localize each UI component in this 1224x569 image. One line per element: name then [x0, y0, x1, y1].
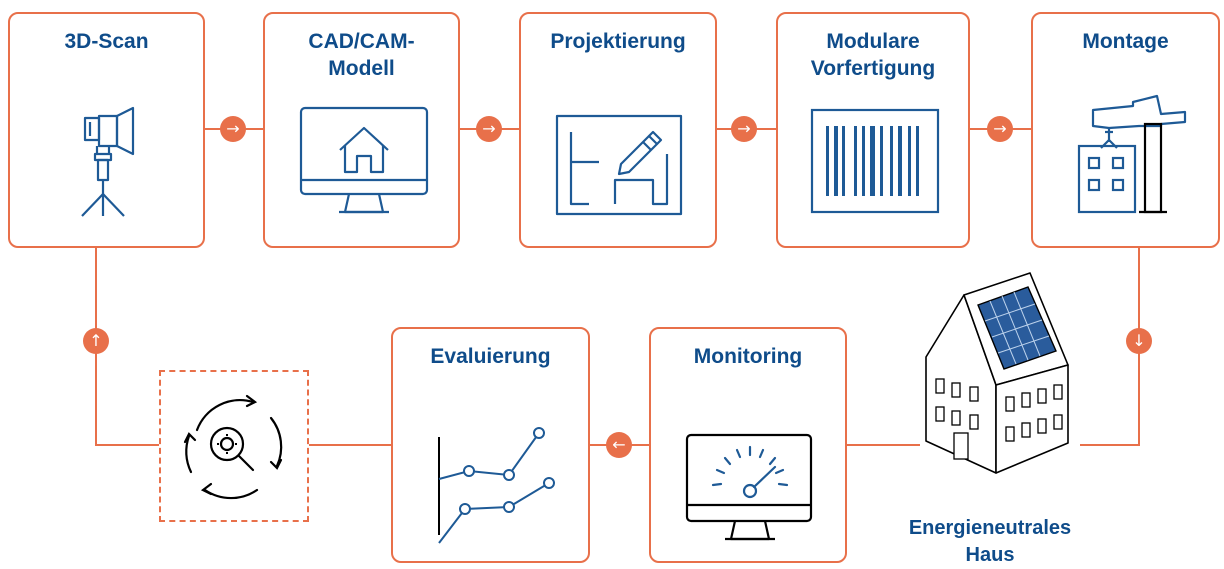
arrow-up-icon: ↑ — [83, 328, 109, 354]
step-montage: Montage — [1031, 12, 1220, 248]
cycle-search-gear-icon — [183, 394, 283, 500]
arrow-right-icon: → — [220, 116, 246, 142]
arrow-right-icon: → — [476, 116, 502, 142]
arrow-left-icon: ← — [606, 432, 632, 458]
step-title: Projektierung — [550, 30, 686, 53]
arrow-right-icon: → — [987, 116, 1013, 142]
step-title: CAD/CAM- Modell — [308, 30, 415, 80]
step-title: Monitoring — [693, 345, 803, 368]
step-cad-cam-modell: CAD/CAM- Modell — [263, 12, 460, 248]
arrow-down-icon: ↓ — [1126, 328, 1152, 354]
house-label: Energieneutrales Haus — [908, 517, 1072, 566]
step-title: Modulare Vorfertigung — [810, 30, 936, 80]
step-evaluierung: Evaluierung — [391, 327, 590, 563]
barcode-modules-icon — [810, 108, 940, 214]
crane-building-icon — [1077, 94, 1187, 214]
step-title: Montage — [1082, 30, 1169, 53]
line-chart-icon — [438, 427, 555, 544]
cycle-review-box — [159, 370, 309, 522]
step-3d-scan: 3D-Scan — [8, 12, 205, 248]
arrow-right-icon: → — [731, 116, 757, 142]
step-modulare-vorfertigung: Modulare Vorfertigung — [776, 12, 970, 248]
monitor-house-icon — [299, 106, 429, 214]
step-monitoring: Monitoring — [649, 327, 847, 563]
solar-house-icon — [925, 272, 1069, 474]
step-title: Evaluierung — [430, 345, 551, 368]
monitor-gauge-icon — [685, 433, 813, 541]
blueprint-pencil-icon — [555, 114, 683, 216]
spotlight-tripod-icon — [81, 106, 135, 217]
step-projektierung: Projektierung — [519, 12, 717, 248]
step-title: 3D-Scan — [64, 30, 149, 53]
